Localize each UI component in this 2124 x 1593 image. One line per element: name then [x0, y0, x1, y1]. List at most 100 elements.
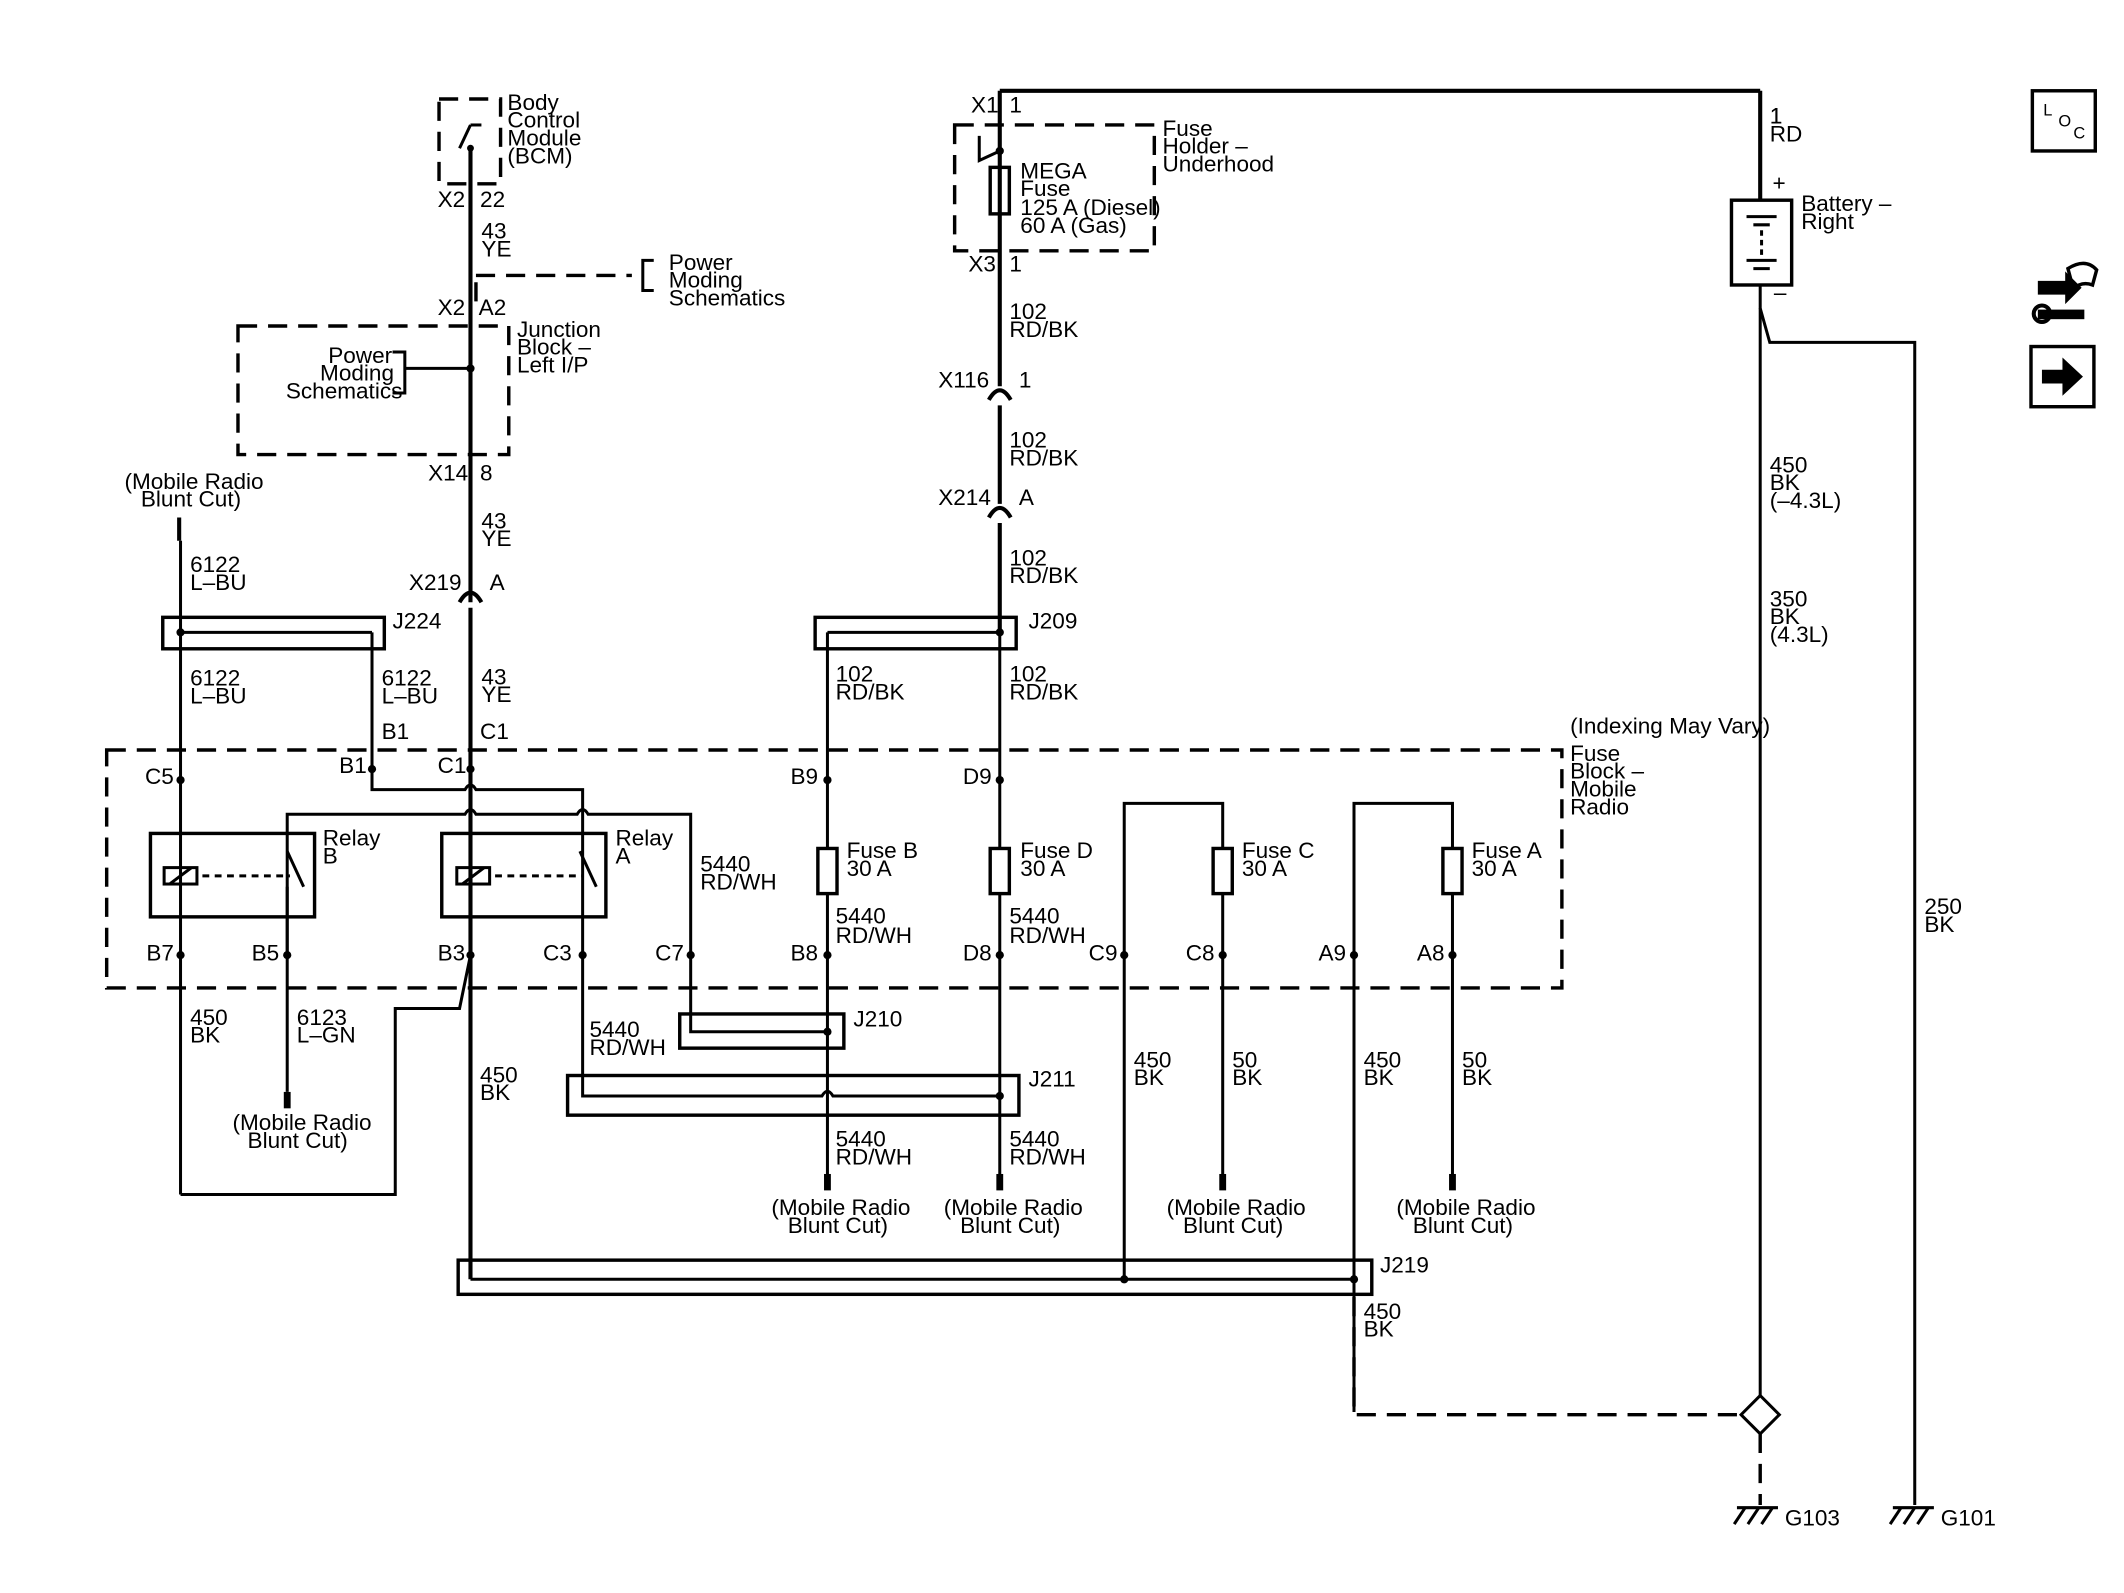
- bcm-label-3: Module: [507, 125, 581, 150]
- ground-g101: G101: [1888, 1505, 1996, 1530]
- wire-43b-label-1: 43: [481, 508, 506, 533]
- battery-pin-1: 1: [1770, 104, 1783, 129]
- wire-102a-label-1: 102: [1009, 299, 1047, 324]
- wire-6123-label-2: L–GN: [297, 1023, 356, 1048]
- pin-8: 8: [480, 461, 493, 486]
- conn-d8: D8: [963, 941, 992, 966]
- power-moding-top-bracket: [641, 258, 654, 292]
- wire-5440e-label-1: 5440: [836, 1127, 886, 1152]
- relay-b: Relay B: [148, 826, 381, 919]
- wire-6122-label-1: 6122: [190, 552, 240, 577]
- wire-450c-label-1: 450: [1134, 1047, 1172, 1072]
- conn-x2b: X2: [438, 295, 466, 320]
- wire-5440e-label-2: RD/WH: [836, 1144, 912, 1169]
- pin-1b: 1: [1009, 251, 1022, 276]
- wire-450b-label-1: 450: [480, 1062, 518, 1087]
- splice-j209-label: J209: [1028, 608, 1077, 633]
- splice-j219: J219: [456, 1252, 1429, 1297]
- fuse-a-2: 30 A: [1472, 856, 1517, 881]
- ground-g101-label: G101: [1941, 1505, 1996, 1530]
- wire-6122c-label-2: L–BU: [382, 683, 438, 708]
- splice-j209: J209: [813, 608, 1077, 651]
- wire-5440b-label-2: RD/WH: [589, 1035, 665, 1060]
- wire-43c-label-2: YE: [481, 682, 511, 707]
- conn-c1: C1: [438, 753, 467, 778]
- mega-fuse-4: 60 A (Gas): [1020, 213, 1127, 238]
- conn-a8: A8: [1417, 941, 1445, 966]
- connector-x219: [457, 590, 484, 604]
- mobile-radio-c-1: (Mobile Radio: [1167, 1195, 1306, 1220]
- junction-block-1: Junction: [517, 317, 601, 342]
- conn-a9: A9: [1318, 941, 1346, 966]
- wire-102e-label-2: RD/BK: [1009, 679, 1078, 704]
- fuse-block-3: Mobile: [1570, 777, 1636, 802]
- splice-j211-label: J211: [1028, 1066, 1075, 1091]
- wire-350-label-2: BK: [1770, 604, 1800, 629]
- next-arrow-icon[interactable]: [2029, 344, 2096, 409]
- conn-x2: X2: [438, 187, 466, 212]
- ground-g103-label: G103: [1785, 1505, 1840, 1530]
- wire-450e-label-1: 450: [1364, 1299, 1402, 1324]
- mobile-radio-d-2: Blunt Cut): [960, 1213, 1060, 1238]
- wire-1-rd-label-2: RD: [1770, 121, 1803, 146]
- wire-50b-label-1: 50: [1462, 1047, 1487, 1072]
- pin-a: A: [490, 570, 505, 595]
- loc-letter-o: O: [2058, 112, 2071, 130]
- mobile-radio-6123-1: (Mobile Radio: [233, 1110, 372, 1135]
- mega-fuse-1: MEGA: [1020, 158, 1086, 183]
- mobile-radio-c-2: Blunt Cut): [1183, 1213, 1283, 1238]
- loc-letter-c: C: [2073, 125, 2085, 143]
- wire-5440d-label-2: RD/WH: [1009, 923, 1085, 948]
- power-moding-top-2: Moding: [669, 268, 743, 293]
- wire-50a-label-1: 50: [1232, 1047, 1257, 1072]
- fuse-b-2: 30 A: [847, 856, 892, 881]
- bcm-label-2: Control: [507, 108, 580, 133]
- fuse-block-4: Radio: [1570, 794, 1629, 819]
- conn-x3: X3: [968, 251, 996, 276]
- wire-450f-label-2: BK: [1770, 470, 1800, 495]
- wire-6122b-label-2: L–BU: [190, 683, 246, 708]
- conn-x219: X219: [409, 570, 462, 595]
- conn-c7: C7: [655, 941, 684, 966]
- wire-5440b-label-1: 5440: [589, 1017, 639, 1042]
- wire-5440a-label-1: 5440: [700, 852, 750, 877]
- wire-250-label-1: 250: [1924, 894, 1962, 919]
- conn-x116: X116: [938, 368, 989, 393]
- fuse-c-1: Fuse C: [1242, 838, 1315, 863]
- wire-50a-label-2: BK: [1232, 1065, 1262, 1090]
- splice-j219-label: J219: [1380, 1252, 1429, 1277]
- wire-43-label-2: YE: [481, 236, 511, 261]
- wire-5440c-label-2: RD/WH: [836, 923, 912, 948]
- splice-j224: J224: [161, 608, 441, 651]
- power-moding-left-3: Schematics: [286, 379, 403, 404]
- relay-a: Relay A: [440, 826, 674, 919]
- mobile-radio-left-2: Blunt Cut): [141, 487, 241, 512]
- battery-minus: –: [1774, 280, 1787, 305]
- bcm-label-4: (BCM): [507, 143, 572, 168]
- connector-wrench-icon[interactable]: [2031, 261, 2099, 324]
- conn-c9: C9: [1089, 941, 1118, 966]
- fuse-b-1: Fuse B: [847, 838, 918, 863]
- conn-c5: C5: [145, 764, 174, 789]
- wire-102a-label-2: RD/BK: [1009, 317, 1078, 342]
- wire-450c-label-2: BK: [1134, 1065, 1164, 1090]
- wire-5440f-label-2: RD/WH: [1009, 1144, 1085, 1169]
- power-moding-top-3: Schematics: [669, 286, 786, 311]
- power-moding-left-1: Power: [328, 343, 392, 368]
- power-moding-left-2: Moding: [320, 361, 394, 386]
- relay-a-label-1: Relay: [615, 826, 673, 851]
- junction-block: Junction Block – Left I/P Power Moding S…: [236, 317, 601, 457]
- location-icon[interactable]: L O C: [2030, 89, 2097, 153]
- battery-label-1: Battery –: [1801, 191, 1892, 216]
- pin-22: 22: [480, 187, 505, 212]
- wire-102d-label-1: 102: [836, 662, 874, 687]
- wire-450d-label-1: 450: [1364, 1047, 1402, 1072]
- wire-102d-label-2: RD/BK: [836, 679, 905, 704]
- conn-d9: D9: [963, 764, 992, 789]
- fuse-holder-3: Underhood: [1163, 151, 1275, 176]
- pin-a2b: A: [1019, 485, 1034, 510]
- battery-label-2: Right: [1801, 209, 1854, 234]
- mobile-radio-6123-2: Blunt Cut): [248, 1128, 348, 1153]
- conn-b7: B7: [146, 941, 174, 966]
